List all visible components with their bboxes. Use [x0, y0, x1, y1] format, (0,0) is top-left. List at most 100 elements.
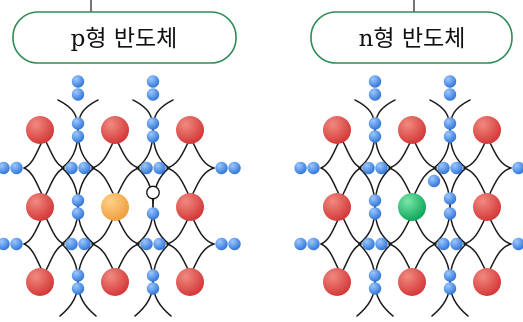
- bonding-electron: [368, 269, 382, 282]
- dopant-atom: [398, 193, 426, 221]
- lattice-curve: [43, 167, 65, 199]
- bonding-electron: [71, 88, 85, 101]
- bonding-electron: [368, 88, 382, 101]
- bonding-electron: [294, 161, 307, 175]
- lattice-curve: [340, 243, 362, 275]
- bonding-electron: [368, 194, 382, 207]
- lattice-curve: [43, 243, 65, 275]
- bonding-electron: [153, 237, 166, 251]
- bonding-electron: [443, 269, 457, 282]
- bonding-electron: [146, 88, 160, 101]
- bonding-electron: [153, 161, 166, 175]
- bonding-electron: [512, 161, 523, 175]
- panel-p-type: p형 반도체: [0, 0, 241, 317]
- bonding-electron: [146, 207, 160, 220]
- bonding-electron: [362, 237, 375, 251]
- bonding-electron: [228, 161, 241, 175]
- bonding-electron: [10, 161, 23, 175]
- host-atom: [473, 268, 501, 296]
- bonding-electron: [375, 237, 388, 251]
- bonding-electron: [368, 117, 382, 130]
- bonding-electron: [437, 161, 450, 175]
- panel-label: n형 반도체: [359, 26, 466, 52]
- bonding-electron: [443, 117, 457, 130]
- host-atom: [176, 116, 204, 144]
- bonding-electron: [512, 237, 523, 251]
- bonding-electron: [443, 75, 457, 88]
- lattice-curve: [431, 99, 471, 317]
- host-atom: [323, 268, 351, 296]
- lattice-curve: [340, 137, 362, 169]
- lattice-curve: [132, 99, 172, 317]
- host-atom: [101, 116, 129, 144]
- bonding-electron: [146, 117, 160, 130]
- host-atom: [323, 193, 351, 221]
- bonding-electron: [443, 130, 457, 143]
- host-atom: [398, 268, 426, 296]
- host-atom: [101, 268, 129, 296]
- lattice-curve: [134, 99, 174, 317]
- bonding-electron: [71, 207, 85, 220]
- bonding-electron: [146, 130, 160, 143]
- bonding-electron: [437, 237, 450, 251]
- panel-n-type: n형 반도체: [294, 0, 523, 317]
- bonding-electron: [215, 161, 228, 175]
- bonding-electron: [215, 237, 228, 251]
- bonding-electron: [368, 207, 382, 220]
- host-atom: [176, 193, 204, 221]
- bonding-electron: [307, 237, 320, 251]
- atoms: [26, 116, 204, 296]
- host-atom: [473, 193, 501, 221]
- electrons: [0, 75, 241, 295]
- bonding-electron: [0, 161, 10, 175]
- bonding-electron: [10, 237, 23, 251]
- bonding-electron: [146, 269, 160, 282]
- free-electron: [427, 174, 441, 188]
- lattice-curve: [59, 99, 99, 317]
- bonding-electron: [71, 130, 85, 143]
- bonding-electron: [443, 282, 457, 295]
- bonding-electron: [71, 75, 85, 88]
- host-atom: [323, 116, 351, 144]
- host-atom: [26, 193, 54, 221]
- bonding-electron: [65, 237, 78, 251]
- lattice-curve: [340, 167, 362, 199]
- host-atom: [26, 268, 54, 296]
- bonding-electron: [71, 269, 85, 282]
- host-atom: [26, 116, 54, 144]
- host-atom: [398, 116, 426, 144]
- bonding-electron: [294, 237, 307, 251]
- atoms: [323, 116, 501, 296]
- lattice-curve: [189, 167, 215, 199]
- panel-label: p형 반도체: [71, 26, 178, 52]
- bonding-electron: [140, 237, 153, 251]
- lattice-lines: [320, 99, 512, 317]
- bonding-electron: [78, 237, 91, 251]
- bonding-electron: [146, 282, 160, 295]
- bonding-electron: [368, 75, 382, 88]
- bonding-electron: [65, 161, 78, 175]
- dopant-atom: [101, 193, 129, 221]
- lattice-curve: [354, 99, 394, 317]
- bonding-electron: [0, 237, 10, 251]
- panel-label-box: [12, 11, 237, 64]
- host-atom: [473, 116, 501, 144]
- lattice-curve: [356, 99, 396, 317]
- bonding-electron: [443, 192, 457, 205]
- bonding-electron: [228, 237, 241, 251]
- bonding-electron: [71, 117, 85, 130]
- lattice-curve: [486, 167, 512, 199]
- bonding-electron: [71, 194, 85, 207]
- bonding-electron: [362, 161, 375, 175]
- electrons: [294, 75, 523, 295]
- bonding-electron: [78, 161, 91, 175]
- lattice-curve: [57, 99, 97, 317]
- bonding-electron: [71, 282, 85, 295]
- bonding-electron: [443, 88, 457, 101]
- panel-label-box: [310, 11, 513, 64]
- bonding-electron: [375, 161, 388, 175]
- bonding-electron: [368, 282, 382, 295]
- lattice-curve: [43, 137, 65, 169]
- bonding-electron: [450, 237, 463, 251]
